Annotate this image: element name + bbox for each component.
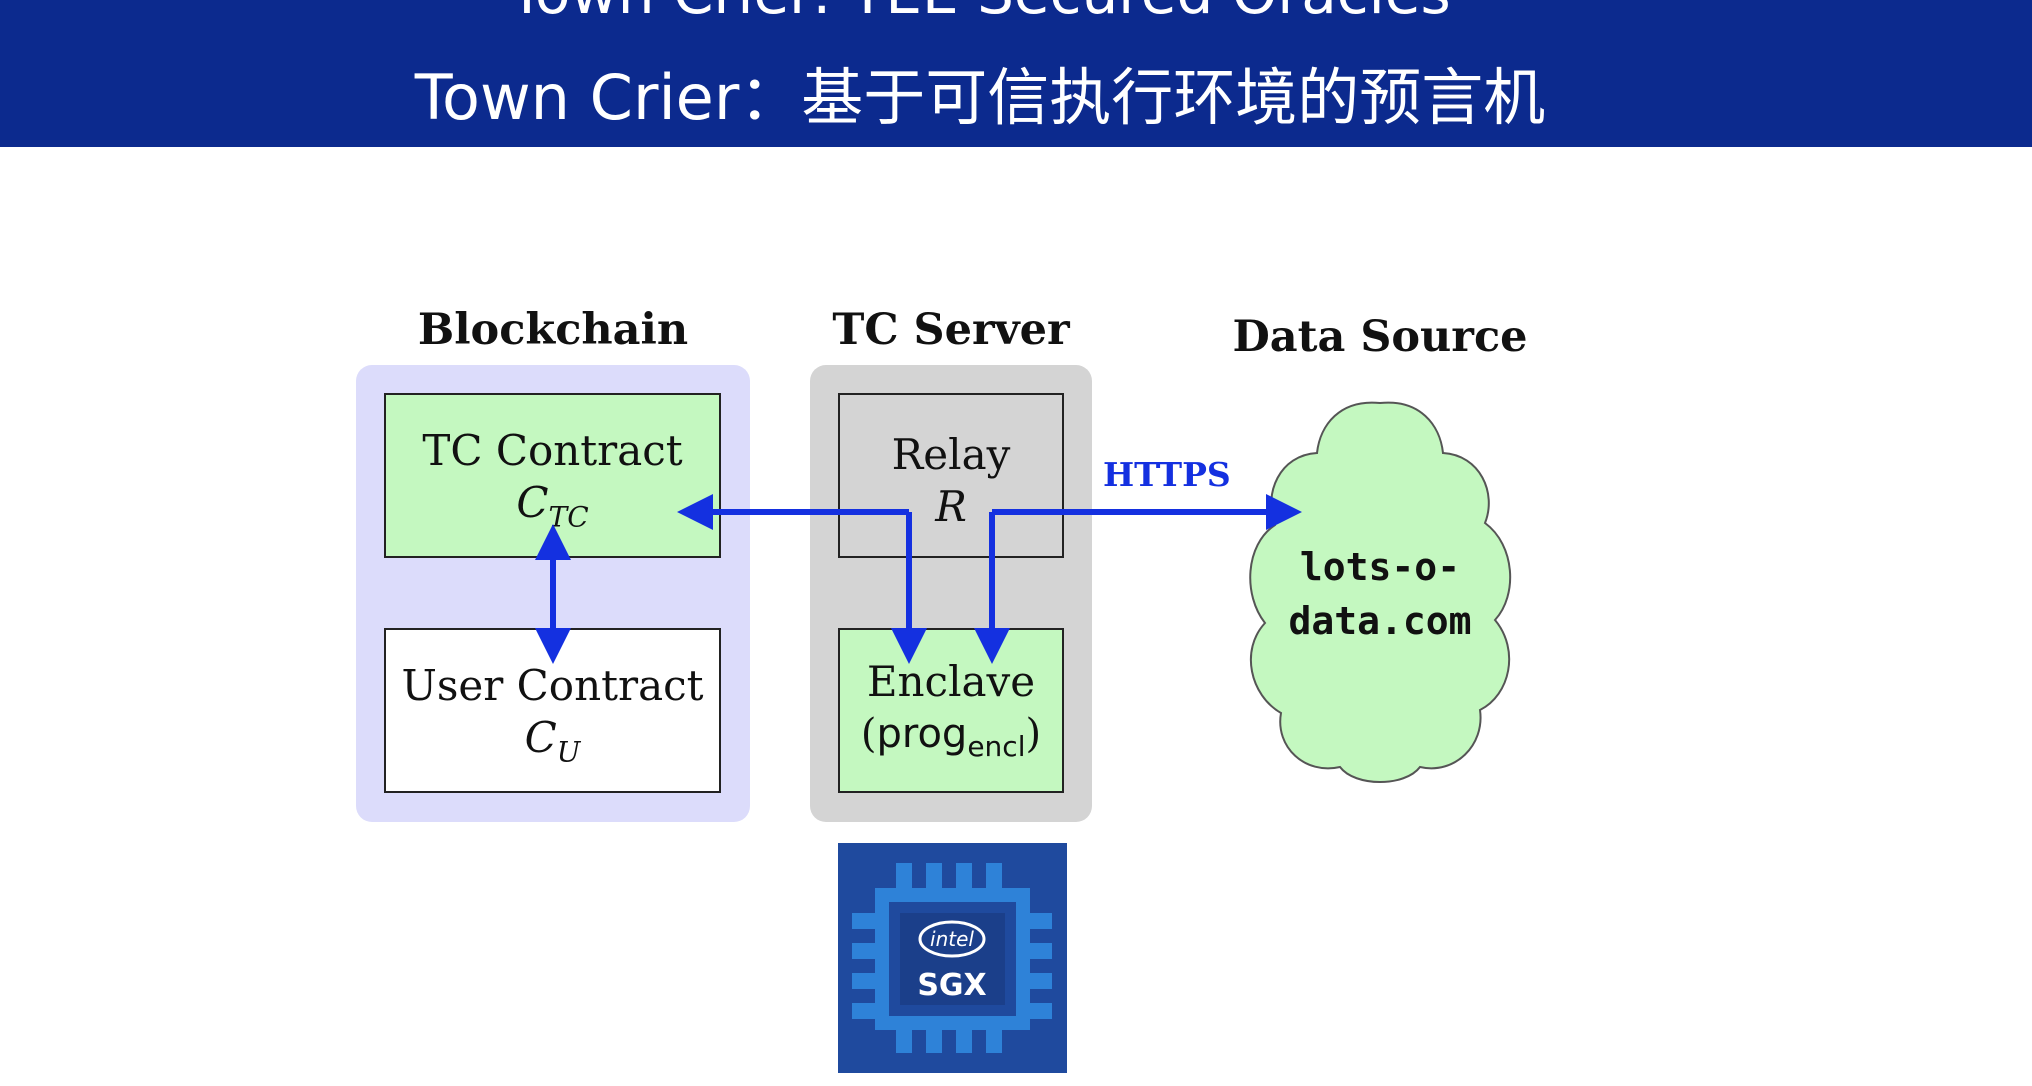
slide-header: Town Crier: TEE Secured Oracles Town Cri… bbox=[0, 0, 2032, 147]
section-title-blockchain: Blockchain bbox=[417, 305, 689, 355]
relay-label: Relay bbox=[891, 430, 1011, 479]
tc-contract-box: TC Contract CTC bbox=[384, 393, 721, 558]
relay-box: Relay R bbox=[838, 393, 1064, 558]
https-label: HTTPS bbox=[1103, 455, 1231, 494]
slide-title-english: Town Crier: TEE Secured Oracles bbox=[0, 0, 1960, 28]
intel-brand-text: intel bbox=[930, 927, 974, 951]
enclave-box: Enclave (progencl) bbox=[838, 628, 1064, 793]
arrow-https-data-source-enclave bbox=[974, 494, 1302, 664]
user-contract-symbol: CU bbox=[524, 713, 581, 769]
tc-contract-label: TC Contract bbox=[422, 426, 683, 475]
arrow-relay-to-tc-contract bbox=[677, 494, 927, 664]
enclave-program: (progencl) bbox=[860, 711, 1042, 763]
intel-sgx-logo: intel SGX bbox=[838, 843, 1067, 1073]
relay-symbol: R bbox=[935, 482, 967, 531]
enclave-label: Enclave bbox=[866, 657, 1036, 706]
slide-title-chinese: Town Crier：基于可信执行环境的预言机 bbox=[414, 61, 1546, 134]
user-contract-box: User Contract CU bbox=[384, 628, 721, 793]
section-title-tc-server: TC Server bbox=[832, 305, 1070, 355]
sgx-product-text: SGX bbox=[917, 968, 986, 1003]
tc-contract-symbol: CTC bbox=[516, 478, 589, 534]
user-contract-label: User Contract bbox=[401, 661, 704, 710]
section-title-data-source: Data Source bbox=[1232, 312, 1528, 362]
data-source-domain: lots-o- data.com bbox=[1288, 545, 1472, 643]
